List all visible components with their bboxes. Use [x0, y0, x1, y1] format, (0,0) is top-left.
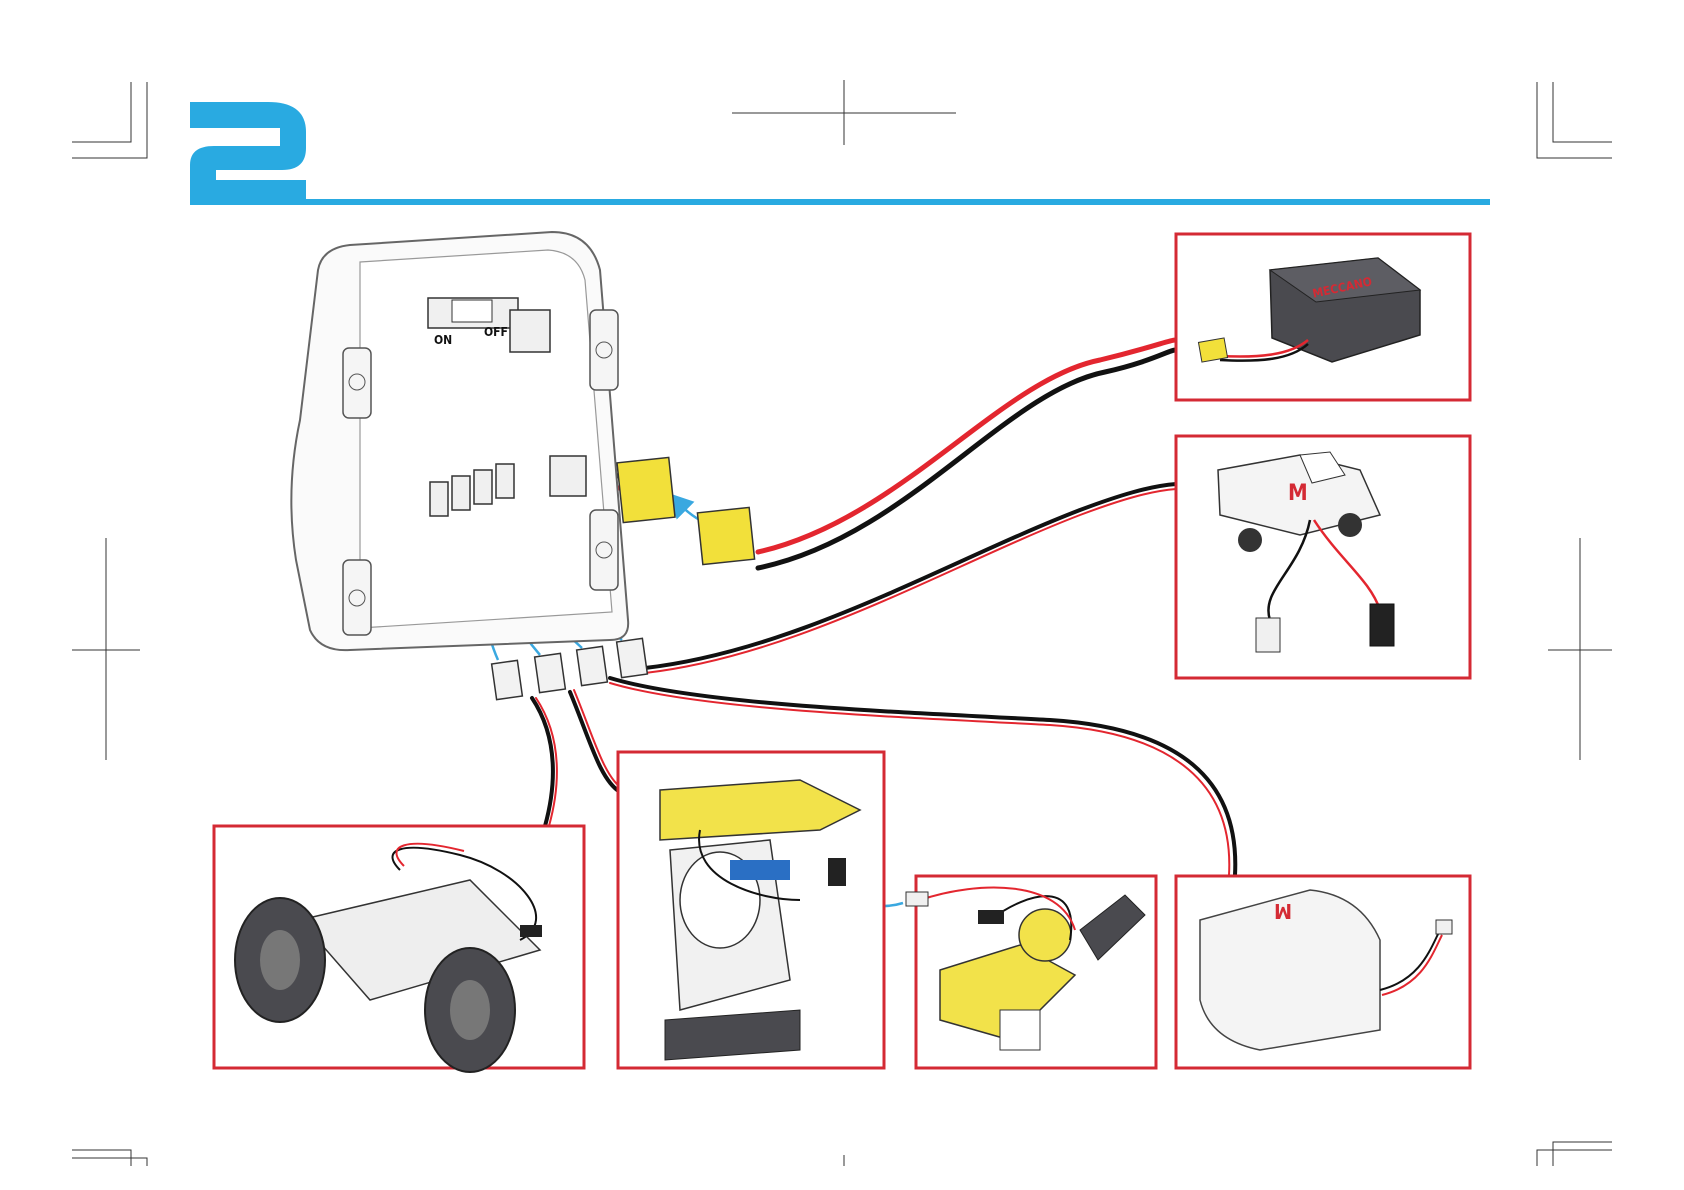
control-hub: ON OFF: [291, 232, 754, 650]
switch-off-label: OFF: [484, 325, 508, 339]
port-2: [452, 476, 470, 510]
sensor-logo: M: [1274, 899, 1292, 923]
port-3: [474, 470, 492, 504]
power-port: [550, 456, 586, 496]
arrow-icon: [675, 500, 700, 520]
port-4: [496, 464, 514, 498]
header-rule: [306, 199, 1490, 205]
connector-icon: [617, 638, 648, 677]
switch-on-label: ON: [434, 333, 452, 347]
step-header: 2: [190, 102, 1490, 205]
connector-icon: [577, 646, 608, 685]
step-number: 2: [248, 152, 254, 163]
head-logo: M: [1288, 481, 1308, 506]
connector-icon: [492, 660, 523, 699]
connector-icon: [535, 653, 566, 692]
port-1: [430, 482, 448, 516]
